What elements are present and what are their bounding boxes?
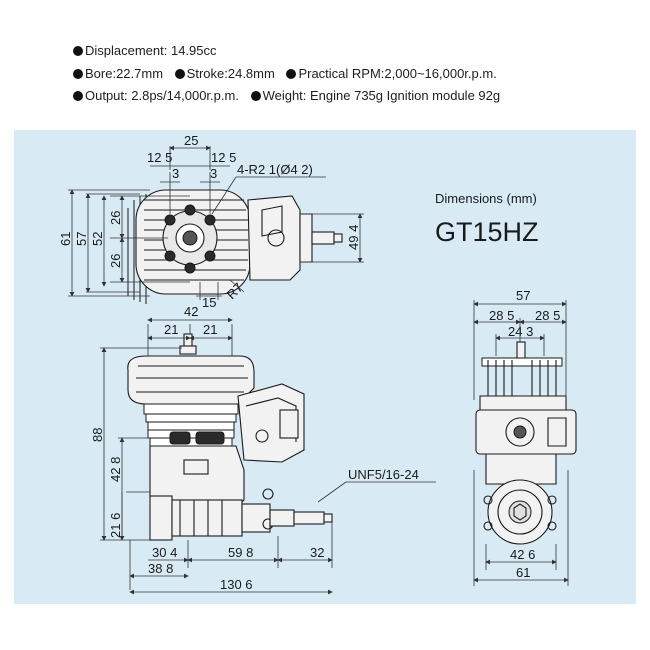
spec-row-2: Bore:22.7mm Stroke:24.8mm Practical RPM:… (73, 63, 633, 86)
bullet-icon (174, 68, 185, 79)
dim-59-8: 59 8 (228, 545, 253, 560)
spec-displacement-text: Displacement: 14.95cc (85, 43, 217, 58)
rear-dim-28-5-right: 28 5 (535, 308, 560, 323)
dim-3-right: 3 (210, 166, 217, 181)
rear-dim-24-3: 24 3 (508, 324, 533, 339)
spec-weight-text: Weight: Engine 735g Ignition module 92g (262, 88, 501, 103)
rear-dim-61: 61 (516, 565, 530, 580)
hole-note: 4-R2 1(Ø4 2) (237, 162, 313, 177)
dim-38-8: 38 8 (148, 561, 173, 576)
bullet-icon (286, 68, 297, 79)
dim-32: 32 (310, 545, 324, 560)
dim-52: 52 (90, 232, 105, 246)
spec-stroke: Stroke:24.8mm (174, 65, 275, 81)
bullet-icon (73, 46, 83, 56)
dim-49-4: 49 4 (346, 225, 361, 250)
rear-dim-28-5-left: 28 5 (489, 308, 514, 323)
side-view-engine (127, 333, 333, 541)
dim-57: 57 (74, 232, 89, 246)
spec-row-1: Displacement: 14.95cc (73, 40, 633, 63)
dim-88: 88 (90, 428, 105, 442)
top-view: 25 12 5 12 5 3 3 4-R2 1(Ø4 2) 61 57 52 2… (58, 133, 364, 310)
dim-26-top: 26 (108, 211, 123, 225)
dim-21-left: 21 (164, 322, 178, 337)
spec-rpm: Practical RPM:2,000~16,000r.p.m. (286, 65, 497, 81)
dim-61: 61 (58, 232, 73, 246)
dim-42-8: 42 8 (108, 457, 123, 482)
spec-bore-text: Bore:22.7mm (85, 65, 164, 81)
dim-42: 42 (184, 304, 198, 319)
dim-3-left: 3 (172, 166, 179, 181)
rear-view-engine (475, 341, 577, 545)
dim-21-right: 21 (203, 322, 217, 337)
dim-12-5-right: 12 5 (211, 150, 236, 165)
model-name: GT15HZ (435, 217, 539, 247)
engine-dimension-drawing: Dimensions (mm) GT15HZ (58, 133, 577, 595)
spec-rpm-text: Practical RPM:2,000~16,000r.p.m. (298, 65, 497, 81)
spec-displacement: Displacement: 14.95cc (73, 43, 217, 58)
top-view-head (127, 189, 251, 304)
dim-12-5-left: 12 5 (147, 150, 172, 165)
dim-15: 15 (202, 295, 216, 310)
side-view: 42 21 21 88 42 8 21 6 UNF5/16-24 30 4 59… (90, 304, 436, 595)
dim-30-4: 30 4 (152, 545, 177, 560)
bullet-icon (73, 91, 83, 101)
spec-stroke-text: Stroke:24.8mm (186, 65, 275, 81)
bullet-icon (73, 68, 83, 79)
rear-dim-57: 57 (516, 288, 530, 303)
dim-21-6: 21 6 (108, 513, 123, 538)
engine-specs: Displacement: 14.95cc Bore:22.7mm Stroke… (73, 40, 633, 108)
spec-output-text: Output: 2.8ps/14,000r.p.m. (85, 88, 239, 103)
dim-26-bottom: 26 (108, 254, 123, 268)
spec-bore: Bore:22.7mm (73, 66, 163, 81)
spec-output: Output: 2.8ps/14,000r.p.m. (73, 88, 239, 103)
dimensions-subtitle: Dimensions (mm) (435, 191, 537, 206)
spec-row-3: Output: 2.8ps/14,000r.p.m. Weight: Engin… (73, 85, 633, 108)
dim-25: 25 (184, 133, 198, 148)
rear-dim-42-6: 42 6 (510, 547, 535, 562)
rear-view: 57 28 5 28 5 24 3 42 6 61 (473, 288, 577, 586)
bullet-icon (250, 91, 261, 101)
dim-130-6: 130 6 (220, 577, 253, 592)
spec-weight: Weight: Engine 735g Ignition module 92g (250, 88, 501, 103)
top-view-carburetor (247, 195, 343, 281)
thread-note: UNF5/16-24 (348, 467, 419, 482)
